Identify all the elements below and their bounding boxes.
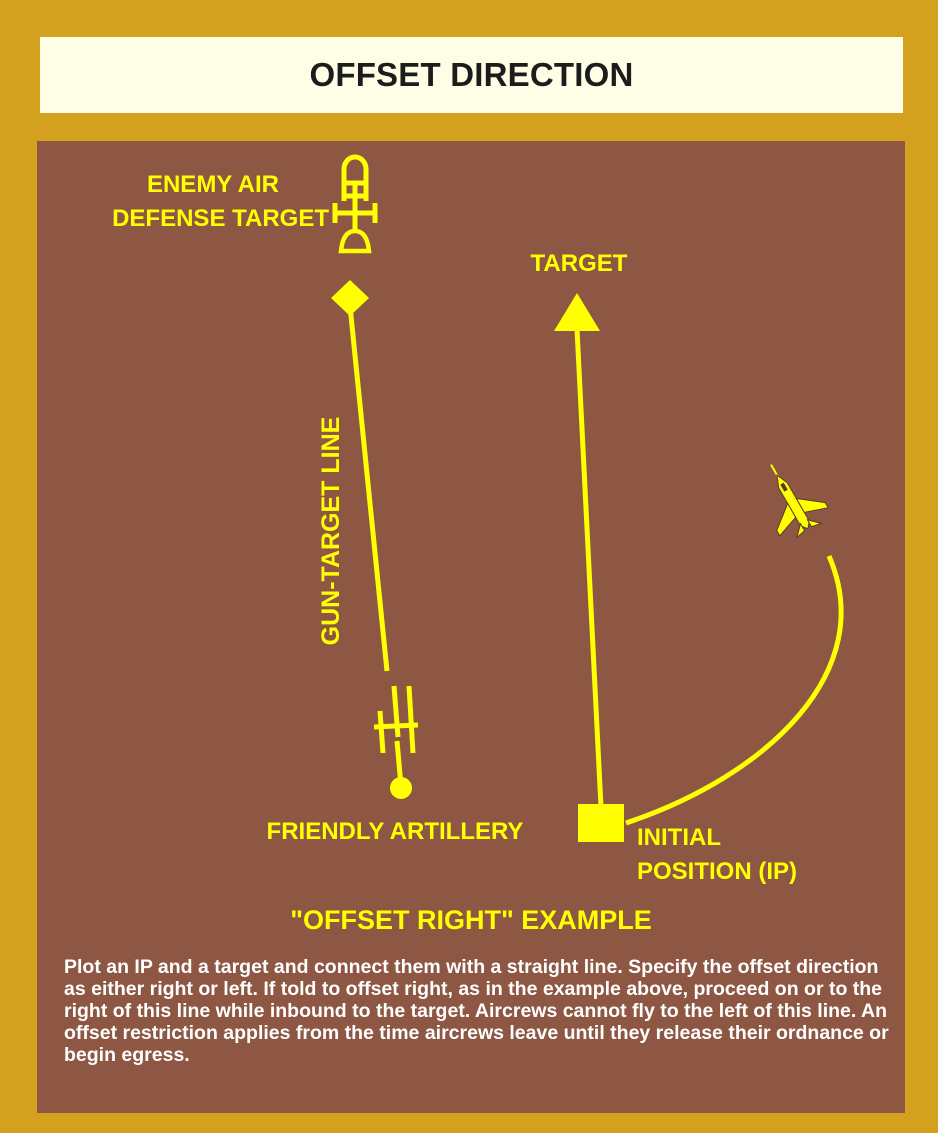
title-box: OFFSET DIRECTION xyxy=(40,37,903,113)
page-title: OFFSET DIRECTION xyxy=(309,56,633,94)
triangle-arrowhead-icon xyxy=(554,293,600,331)
diagram-panel: ENEMY AIR DEFENSE TARGET GUN-TARGET LINE… xyxy=(37,141,905,1113)
aircraft-icon xyxy=(747,451,833,545)
artillery-position-icon xyxy=(390,777,412,799)
enemy-air-defense-label-2: DEFENSE TARGET xyxy=(112,205,329,232)
enemy-air-defense-label-1: ENEMY AIR xyxy=(147,171,279,198)
target-label: TARGET xyxy=(531,250,628,277)
initial-position-label-2: POSITION (IP) xyxy=(637,858,797,885)
friendly-artillery-label: FRIENDLY ARTILLERY xyxy=(267,818,524,845)
gun-target-line xyxy=(350,306,387,671)
initial-position-label-1: INITIAL xyxy=(637,824,721,851)
ip-target-line xyxy=(577,329,601,807)
square-marker-icon xyxy=(578,804,624,842)
description-text: Plot an IP and a target and connect them… xyxy=(64,956,894,1066)
offset-diagram: ENEMY AIR DEFENSE TARGET GUN-TARGET LINE… xyxy=(37,141,905,901)
air-defense-symbol-icon xyxy=(333,157,377,251)
gun-target-line-label: GUN-TARGET LINE xyxy=(317,417,345,646)
example-caption: "OFFSET RIGHT" EXAMPLE xyxy=(37,905,905,936)
flight-path xyxy=(626,556,841,823)
